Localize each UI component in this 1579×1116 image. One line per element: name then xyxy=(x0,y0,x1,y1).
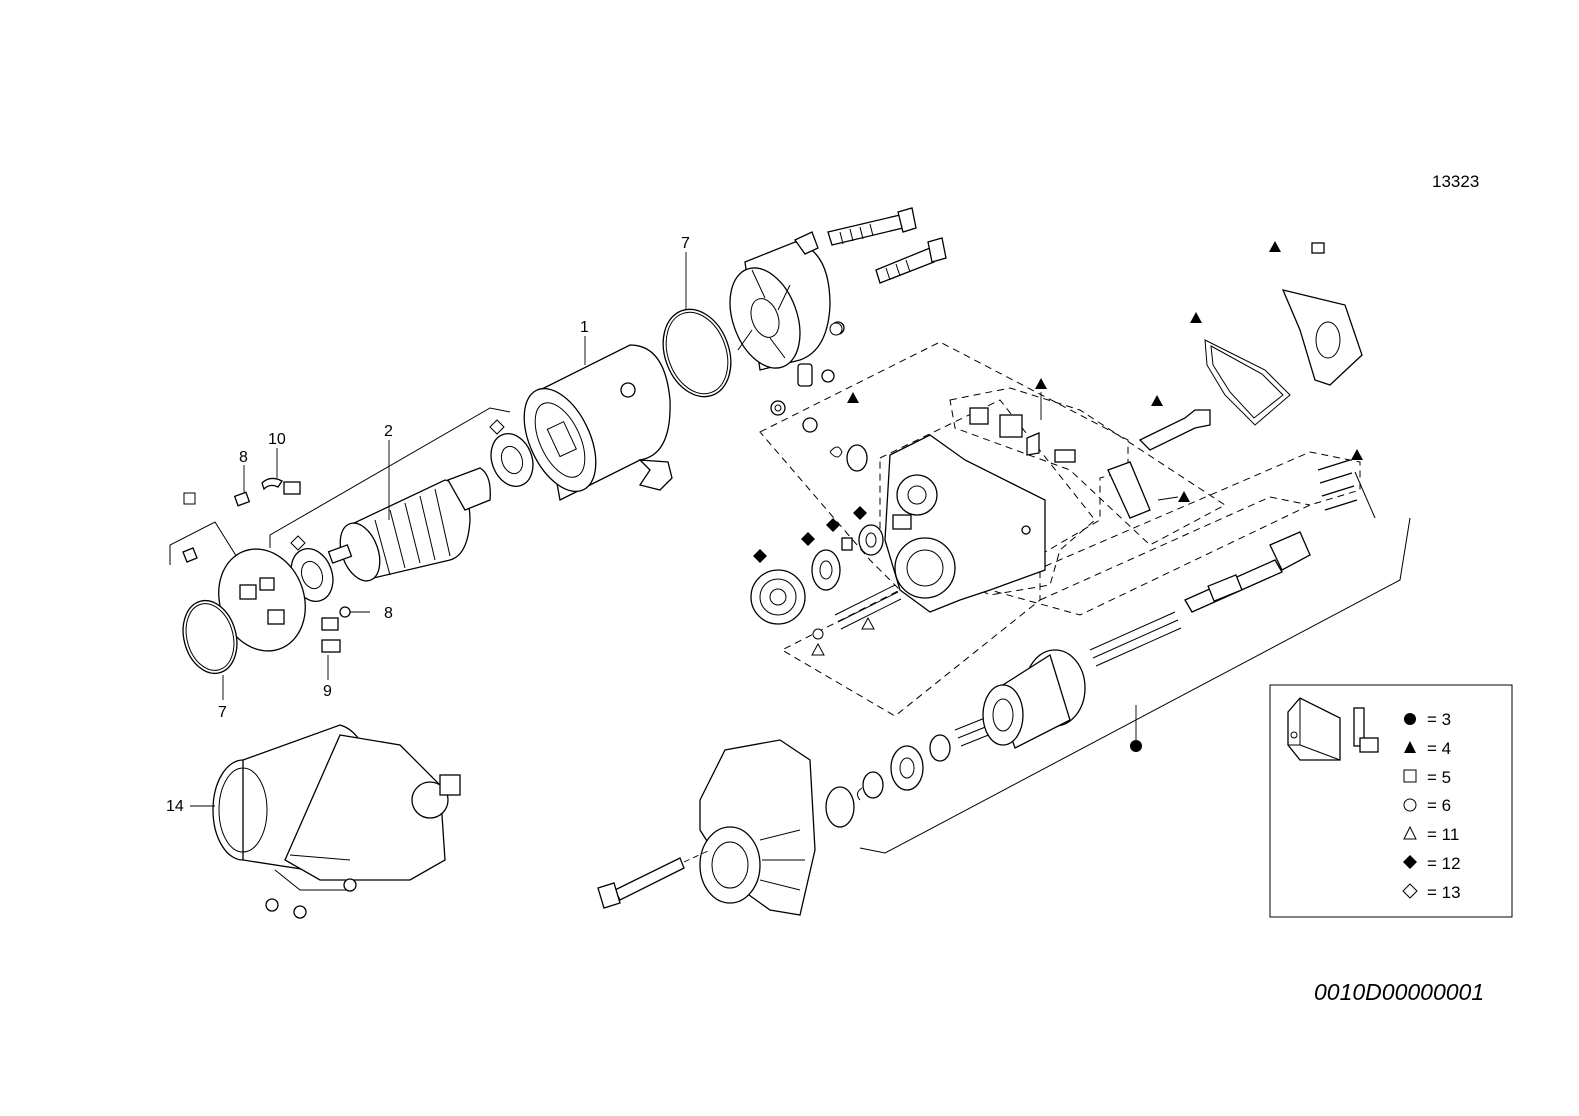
pinion-and-rings xyxy=(825,734,951,828)
drawing-code: 0010D00000001 xyxy=(1314,979,1484,1005)
drive-end-housing xyxy=(699,739,816,916)
legend-text-11: = 11 xyxy=(1427,825,1459,844)
legend-open-triangle xyxy=(1403,825,1417,840)
leader-lines xyxy=(190,252,1179,807)
legend-text-4: = 4 xyxy=(1427,739,1451,758)
legend-text-12: = 12 xyxy=(1427,854,1461,873)
small-hardware xyxy=(182,477,351,653)
legend-text-5: = 5 xyxy=(1427,768,1451,787)
parts-kit-icon xyxy=(1287,697,1379,761)
yoke-housing xyxy=(523,344,673,501)
callout-7-upper: 7 xyxy=(681,235,690,252)
callout-9: 9 xyxy=(323,683,332,700)
solenoid-cover-and-gasket xyxy=(1138,242,1363,451)
solenoid-housing xyxy=(884,434,1046,613)
legend-filled-triangle xyxy=(1404,741,1416,753)
legend-open-diamond xyxy=(1402,883,1418,899)
brush-plate xyxy=(218,548,306,652)
drive-end-bolt xyxy=(597,849,711,909)
callout-7-lower: 7 xyxy=(218,704,227,721)
bracket-lines xyxy=(169,407,1411,854)
overrunning-clutch xyxy=(982,649,1086,749)
armature xyxy=(327,467,491,582)
legend-text-13: = 13 xyxy=(1427,883,1461,902)
callout-10: 10 xyxy=(268,431,286,448)
part-callouts: 1 2 7 7 8 8 9 10 14 xyxy=(166,235,690,815)
o-ring-lower xyxy=(182,599,238,675)
callout-1: 1 xyxy=(580,319,589,336)
rear-end-cover xyxy=(729,231,831,387)
symbol-legend: = 3 = 4 = 5 = 6 = 11 = 12 = 13 xyxy=(1269,684,1513,918)
contact-plates xyxy=(969,407,1358,519)
reduction-gears xyxy=(750,524,884,625)
drawing-reference-number: 13323 xyxy=(1432,172,1479,191)
callout-2: 2 xyxy=(384,423,393,440)
legend-filled-diamond xyxy=(1403,855,1417,869)
pinion-shaft xyxy=(1184,531,1311,613)
through-bolts xyxy=(827,207,947,284)
symbol-markers xyxy=(183,241,1363,752)
callout-8-upper: 8 xyxy=(239,449,248,466)
springs xyxy=(834,584,1182,747)
o-ring-upper xyxy=(662,308,732,398)
legend-open-square xyxy=(1403,769,1417,783)
callout-14: 14 xyxy=(166,798,184,815)
callout-8-lower: 8 xyxy=(384,605,393,622)
legend-text-3: = 3 xyxy=(1427,710,1451,729)
legend-filled-circle xyxy=(1404,713,1416,725)
legend-open-circle xyxy=(1403,798,1417,812)
complete-starter-assembly xyxy=(212,724,461,919)
legend-text-6: = 6 xyxy=(1427,796,1451,815)
